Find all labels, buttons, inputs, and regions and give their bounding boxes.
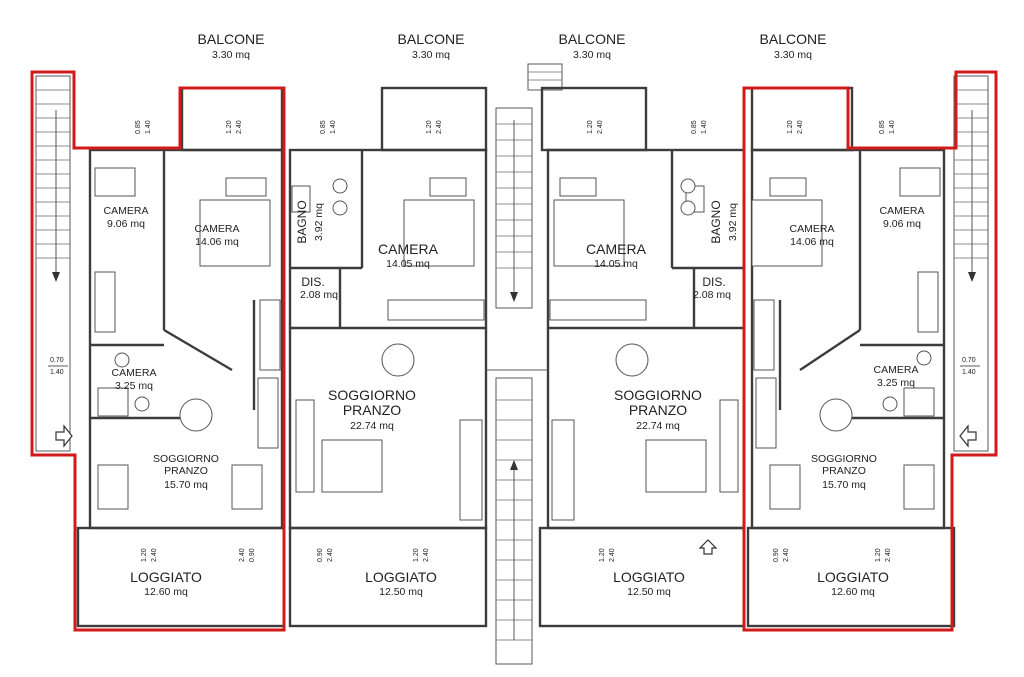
camera-bath-2-area: 3.25 mq: [877, 377, 915, 389]
dim-label: 2.40: [609, 548, 616, 562]
furniture: [94, 167, 941, 521]
camera-master-1-area: 14.06 mq: [195, 236, 239, 248]
dim-label: 1.20: [787, 120, 794, 134]
camera-master-3-label: CAMERA: [586, 241, 647, 257]
balcone-3-label: BALCONE: [559, 31, 626, 47]
loggiato-2-label: LOGGIATO: [365, 569, 437, 585]
balconies: [180, 86, 854, 152]
dim-label: 1.40: [889, 120, 896, 134]
dim-label: 1.40: [330, 120, 337, 134]
camera-master-2-label: CAMERA: [378, 241, 439, 257]
bagno-1-area: 3.92 mq: [313, 203, 325, 241]
highlighted-unit-left: [30, 70, 286, 632]
dim-label: 2.40: [151, 548, 158, 562]
dim-label: 1.40: [145, 120, 152, 134]
pranzo-3-label: PRANZO: [629, 402, 687, 418]
dim-label: 2.40: [797, 120, 804, 134]
dis-2-area: 2.08 mq: [693, 289, 731, 301]
soggiorno-3-label: SOGGIORNO: [614, 387, 702, 403]
balcone-1-label: BALCONE: [198, 31, 265, 47]
camera-bath-1-area: 3.25 mq: [115, 380, 153, 392]
dim-label: 0.90: [773, 548, 780, 562]
bagno-1-label: BAGNO: [295, 200, 309, 243]
camera-small-2-label: CAMERA: [880, 205, 925, 217]
dim-label: 2.40: [236, 120, 243, 134]
soggiorno-2-area: 22.74 mq: [350, 420, 394, 432]
entrance-arrow-icon: [959, 424, 977, 448]
pranzo-1-label: PRANZO: [164, 465, 208, 477]
dim-label: 1.20: [426, 120, 433, 134]
dim-label: 1.40: [701, 120, 708, 134]
camera-small-1-area: 9.06 mq: [107, 218, 145, 230]
dim-label: 0.70: [962, 357, 976, 364]
soggiorno-4-area: 15.70 mq: [822, 479, 866, 491]
bagno-2-label: BAGNO: [709, 200, 723, 243]
staircase-outer-right: [953, 75, 989, 452]
balcone-4-label: BALCONE: [760, 31, 827, 47]
dis-2-label: DIS.: [702, 275, 725, 289]
loggiato-2-area: 12.50 mq: [379, 586, 423, 598]
pranzo-4-label: PRANZO: [822, 465, 866, 477]
soggiorno-1-label: SOGGIORNO: [153, 453, 219, 465]
dim-label: 2.40: [239, 548, 246, 562]
balcone-2-area: 3.30 mq: [412, 49, 450, 61]
dim-label: 1.40: [962, 369, 976, 376]
loggiato-1-area: 12.60 mq: [144, 586, 188, 598]
balcone-1-area: 3.30 mq: [212, 49, 250, 61]
dim-label: 2.40: [885, 548, 892, 562]
pranzo-2-label: PRANZO: [343, 402, 401, 418]
loggiato-3-area: 12.50 mq: [627, 586, 671, 598]
camera-bath-1-label: CAMERA: [112, 367, 157, 379]
soggiorno-1-area: 15.70 mq: [164, 479, 208, 491]
dim-label: 1.20: [413, 548, 420, 562]
dis-1-label: DIS.: [301, 275, 324, 289]
dim-label: 2.40: [783, 548, 790, 562]
dim-label: 0.90: [317, 548, 324, 562]
loggiato-3-label: LOGGIATO: [613, 569, 685, 585]
soggiorno-3-area: 22.74 mq: [636, 420, 680, 432]
loggiato-1-label: LOGGIATO: [130, 569, 202, 585]
dis-1-area: 2.08 mq: [300, 289, 338, 301]
staircase-central: [495, 63, 563, 665]
camera-master-4-label: CAMERA: [790, 223, 835, 235]
balcone-2-label: BALCONE: [398, 31, 465, 47]
dim-label: 1.20: [587, 120, 594, 134]
dim-label: 2.40: [327, 548, 334, 562]
camera-small-1-label: CAMERA: [104, 205, 149, 217]
stair-arrow-icon: [698, 539, 718, 555]
camera-small-2-area: 9.06 mq: [883, 218, 921, 230]
dim-label: 0.85: [320, 120, 327, 134]
dim-label: 0.85: [135, 120, 142, 134]
dim-label: 2.40: [436, 120, 443, 134]
room-labels: BALCONE 3.30 mq BALCONE 3.30 mq BALCONE …: [104, 31, 925, 598]
soggiorno-2-label: SOGGIORNO: [328, 387, 416, 403]
dim-label: 1.20: [599, 548, 606, 562]
dim-label: 0.90: [249, 548, 256, 562]
loggiato-4-label: LOGGIATO: [817, 569, 889, 585]
balcone-3-area: 3.30 mq: [573, 49, 611, 61]
highlighted-unit-right: [742, 70, 998, 632]
balcone-4-area: 3.30 mq: [774, 49, 812, 61]
staircase-outer-left: [35, 75, 71, 452]
dim-label: 1.20: [141, 548, 148, 562]
camera-master-3-area: 14.05 mq: [594, 258, 638, 270]
entrance-arrow-icon: [55, 424, 73, 448]
dim-label: 2.40: [597, 120, 604, 134]
dim-label: 1.40: [50, 369, 64, 376]
loggiato-4-area: 12.60 mq: [831, 586, 875, 598]
camera-master-1-label: CAMERA: [195, 223, 240, 235]
dimension-labels: 0.85 1.40 1.20 2.40 0.85 1.40 1.20 2.40 …: [48, 120, 980, 562]
dim-label: 1.20: [226, 120, 233, 134]
bagno-2-area: 3.92 mq: [727, 203, 739, 241]
camera-bath-2-label: CAMERA: [874, 364, 919, 376]
dim-label: 0.70: [50, 357, 64, 364]
dim-label: 0.85: [879, 120, 886, 134]
camera-master-4-area: 14.06 mq: [790, 236, 834, 248]
camera-master-2-area: 14.05 mq: [386, 258, 430, 270]
soggiorno-4-label: SOGGIORNO: [811, 453, 877, 465]
dim-label: 1.20: [875, 548, 882, 562]
dim-label: 0.85: [691, 120, 698, 134]
dim-label: 2.40: [423, 548, 430, 562]
